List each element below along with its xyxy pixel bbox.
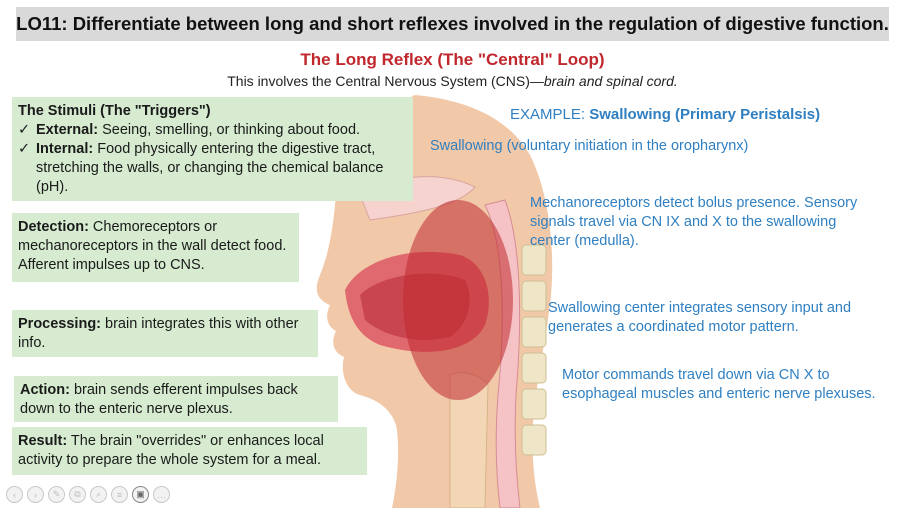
stimuli-label: Internal:	[36, 141, 94, 157]
stimuli-item-external: ✓ External: Seeing, smelling, or thinkin…	[18, 121, 407, 140]
stimuli-text: Seeing, smelling, or thinking about food…	[98, 122, 361, 138]
stimuli-list: ✓ External: Seeing, smelling, or thinkin…	[18, 121, 407, 197]
slide-title: LO11: Differentiate between long and sho…	[16, 13, 889, 34]
step-motor-commands: Motor commands travel down via CN X to e…	[562, 367, 876, 402]
example-name: Swallowing (Primary Peristalsis)	[589, 106, 821, 123]
processing-text: brain integrates this with other info.	[18, 316, 299, 351]
processing-label: Processing:	[18, 316, 101, 332]
detection-box: Detection: Chemoreceptors or mechanorece…	[12, 213, 299, 282]
pen-icon[interactable]: ✎	[48, 486, 65, 503]
back-icon[interactable]: ‹	[6, 486, 23, 503]
player-toolbar: ‹ › ✎ ⧉ ⌕ ≡ ▣ …	[6, 486, 170, 503]
example-heading: EXAMPLE: Swallowing (Primary Peristalsis…	[510, 106, 820, 123]
example-prefix: EXAMPLE:	[510, 106, 590, 123]
video-icon[interactable]: ▣	[132, 486, 149, 503]
zoom-icon[interactable]: ⌕	[90, 486, 107, 503]
check-icon: ✓	[18, 141, 31, 157]
step-voluntary-initiation: Swallowing (voluntary initiation in the …	[430, 138, 749, 154]
description-italic: brain and spinal cord.	[543, 73, 678, 89]
action-box: Action: brain sends efferent impulses ba…	[14, 376, 338, 422]
section-description: This involves the Central Nervous System…	[0, 73, 905, 89]
more-icon[interactable]: …	[153, 486, 170, 503]
detection-label: Detection:	[18, 219, 89, 235]
copy-icon[interactable]: ⧉	[69, 486, 86, 503]
detection-text: Chemoreceptors or mechanoreceptors in th…	[18, 219, 287, 273]
slide-title-bar: LO11: Differentiate between long and sho…	[16, 7, 889, 41]
result-text: The brain "overrides" or enhances local …	[18, 433, 324, 468]
subtitles-icon[interactable]: ≡	[111, 486, 128, 503]
stimuli-box: The Stimuli (The "Triggers") ✓ External:…	[12, 97, 413, 201]
forward-icon[interactable]: ›	[27, 486, 44, 503]
stimuli-heading: The Stimuli (The "Triggers")	[18, 103, 211, 119]
result-box: Result: The brain "overrides" or enhance…	[12, 427, 367, 475]
action-text: brain sends efferent impulses back down …	[20, 382, 298, 417]
action-label: Action:	[20, 382, 70, 398]
processing-box: Processing: brain integrates this with o…	[12, 310, 318, 357]
description-main: This involves the Central Nervous System…	[227, 73, 544, 89]
result-label: Result:	[18, 433, 68, 449]
stimuli-item-internal: ✓ Internal: Food physically entering the…	[18, 140, 407, 197]
step-mechanoreceptors: Mechanoreceptors detect bolus presence. …	[530, 195, 858, 249]
section-subtitle: The Long Reflex (The "Central" Loop)	[300, 50, 605, 69]
step-swallowing-center: Swallowing center integrates sensory inp…	[548, 300, 852, 335]
stimuli-label: External:	[36, 122, 99, 138]
stimuli-text: Food physically entering the digestive t…	[36, 141, 384, 195]
check-icon: ✓	[18, 122, 31, 138]
